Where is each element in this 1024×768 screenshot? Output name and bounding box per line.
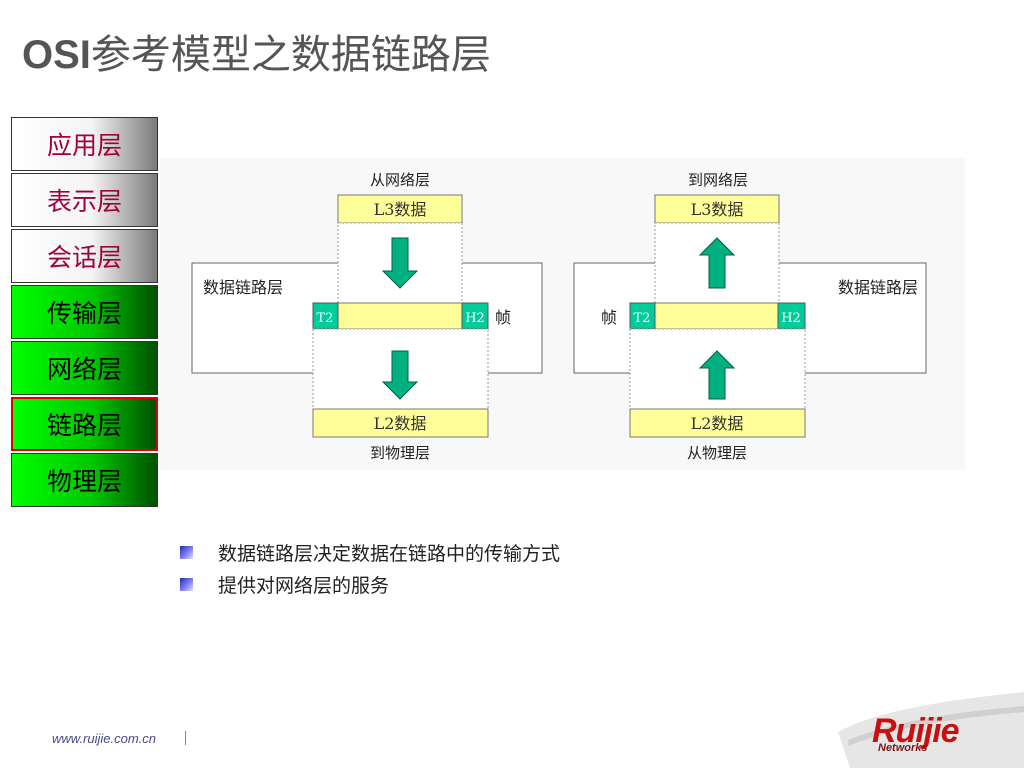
left-h2-header — [461, 302, 489, 330]
left-bottom-caption: 到物理层 — [370, 444, 430, 462]
brand-logo: Ruijie — [872, 712, 960, 750]
bullet-square-icon — [180, 577, 193, 591]
right-l2-box — [629, 408, 806, 438]
bullet-item: 数据链路层决定数据在链路中的传输方式 — [180, 536, 560, 568]
logo-swoosh — [838, 692, 1024, 768]
left-down-arrow-1-icon — [381, 237, 419, 289]
left-l3-text: L3数据 — [374, 200, 427, 219]
right-l3-box — [654, 194, 780, 224]
right-t2-text: T2 — [634, 311, 651, 326]
footer-url: www.ruijie.com.cn — [52, 731, 157, 746]
left-t2-text: T2 — [317, 311, 334, 326]
page-title: OSI参考模型之数据链路层 — [22, 22, 491, 80]
layer-application: 应用层 — [11, 117, 158, 171]
right-panel: 数据链路层 到网络层 L3数据 T2 H2 帧 L2数据 从物理层 — [573, 171, 927, 462]
right-side-label: 数据链路层 — [838, 278, 918, 297]
brand-logo-sub: Networks — [878, 742, 928, 754]
layer-presentation: 表示层 — [11, 173, 158, 227]
osi-layer-stack: 应用层 表示层 会话层 传输层 网络层 链路层 物理层 — [11, 117, 158, 509]
left-l2-box — [312, 408, 489, 438]
title-rest: 参考模型之数据链路层 — [90, 32, 491, 78]
right-frame-label: 帧 — [601, 308, 617, 327]
bullet-square-icon — [180, 545, 193, 559]
left-t2-header — [312, 302, 339, 330]
left-side-label: 数据链路层 — [203, 278, 283, 297]
left-frame-label: 帧 — [495, 308, 511, 327]
layer-datalink: 链路层 — [11, 397, 158, 451]
layer-transport: 传输层 — [11, 285, 158, 339]
right-h2-header — [777, 302, 806, 330]
left-l3-box — [337, 194, 463, 224]
layer-network: 网络层 — [11, 341, 158, 395]
left-panel: 数据链路层 L3数据 从网络层 T2 H2 帧 L2数据 到物理层 — [191, 171, 543, 462]
bullet-list: 数据链路层决定数据在链路中的传输方式 提供对网络层的服务 — [180, 536, 560, 600]
right-up-arrow-2-icon — [698, 350, 736, 400]
right-h2-text: H2 — [781, 311, 801, 326]
footer-separator — [185, 731, 186, 745]
title-latin: OSI — [22, 33, 91, 77]
right-l3-text: L3数据 — [691, 200, 744, 219]
layer-session: 会话层 — [11, 229, 158, 283]
right-up-arrow-1-icon — [698, 237, 736, 289]
left-down-arrow-2-icon — [381, 350, 419, 400]
left-l2-text: L2数据 — [374, 414, 427, 433]
right-top-caption: 到网络层 — [688, 171, 748, 189]
datalink-diagram: 数据链路层 L3数据 从网络层 T2 H2 帧 L2数据 到物理层 数据链路层 … — [160, 158, 965, 470]
left-h2-text: H2 — [465, 311, 485, 326]
right-l2-text: L2数据 — [691, 414, 744, 433]
left-top-caption: 从网络层 — [370, 171, 430, 189]
bullet-item: 提供对网络层的服务 — [180, 568, 560, 600]
right-bottom-caption: 从物理层 — [687, 444, 747, 462]
layer-physical: 物理层 — [11, 453, 158, 507]
